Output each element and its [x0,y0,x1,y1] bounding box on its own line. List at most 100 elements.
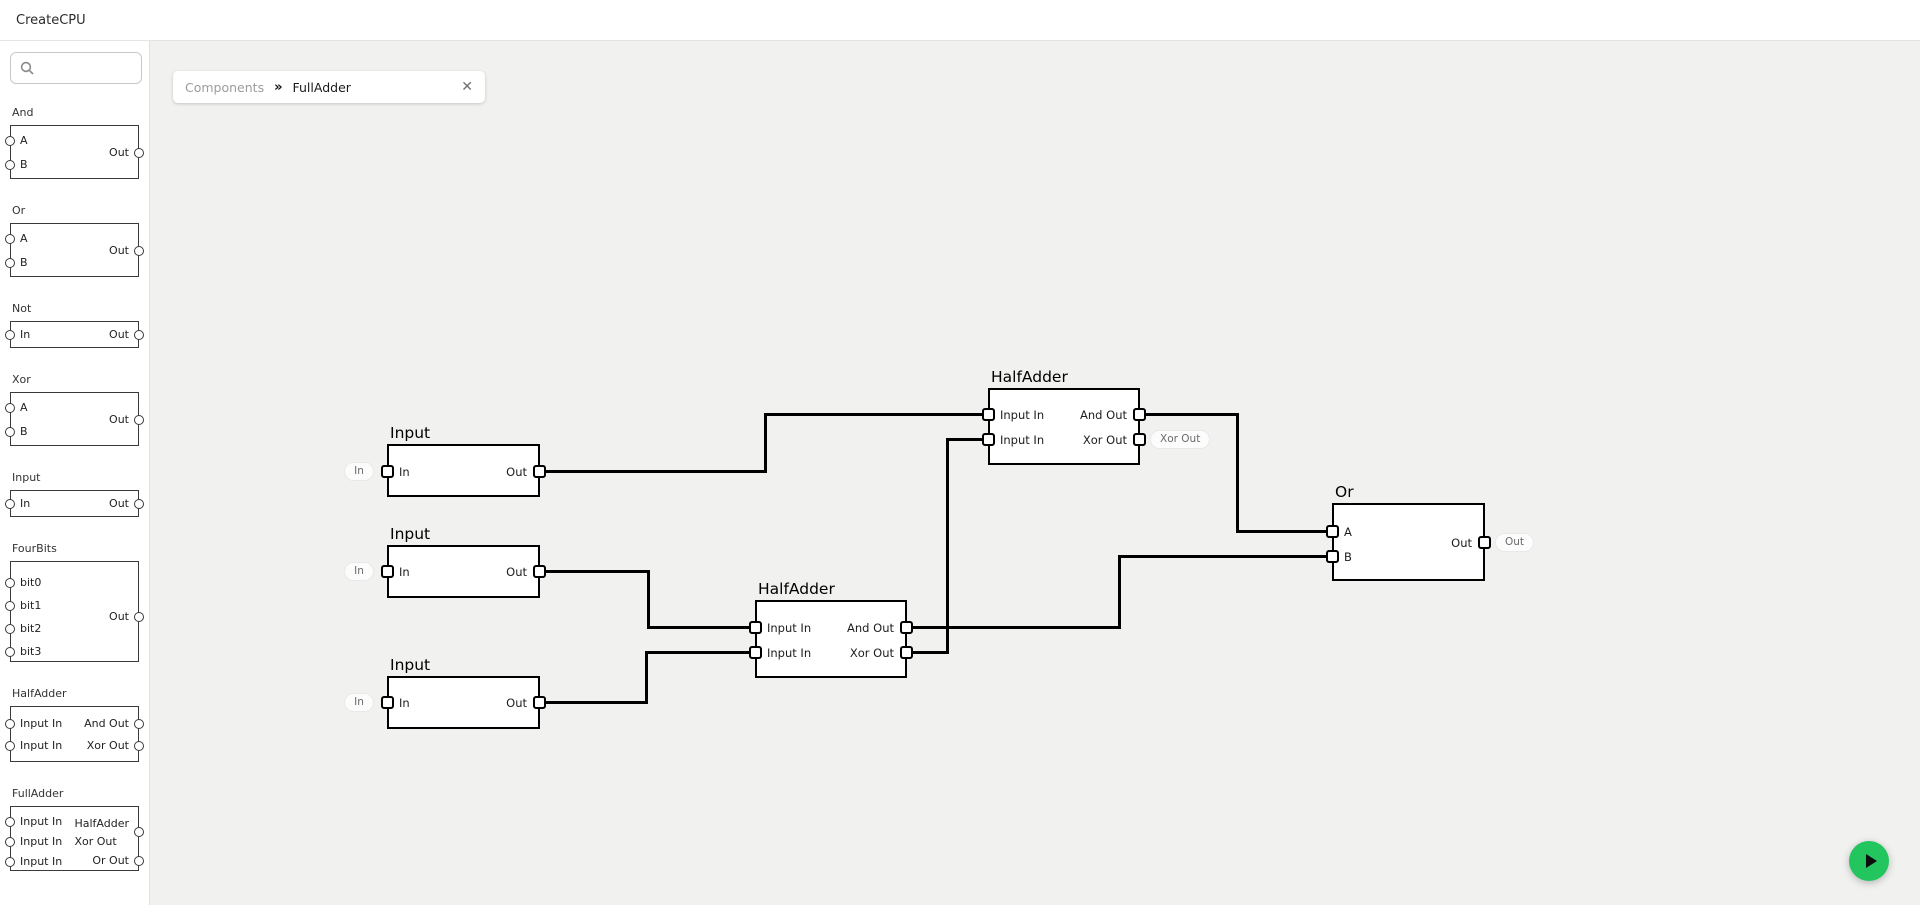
right-port-dot [134,718,144,729]
node-title: Input [390,424,431,442]
port-label: Xor Out [1082,433,1127,447]
left-port-dot [5,646,15,657]
port-label: bit1 [20,599,42,612]
port-label: In [20,328,31,341]
breadcrumb-root[interactable]: Components [185,79,265,95]
port-label: bit0 [20,576,42,589]
left-port[interactable] [1326,524,1339,538]
close-icon[interactable]: ✕ [461,79,473,95]
port-label: Xor Out [849,646,894,660]
node-title: Input [390,656,431,674]
left-port-dot [5,233,15,244]
port-label: Out [109,497,129,510]
port-label: Input In [767,621,812,635]
port-label: bit3 [20,645,42,658]
port-label: And Out [847,621,894,635]
port-label: Input In [20,855,63,868]
port-label: A [20,232,28,245]
port-label: Input In [20,815,63,828]
run-button[interactable] [1849,841,1889,881]
port-label: Or Out [92,854,129,867]
external-pin-pill: Xor Out [1150,429,1211,449]
right-port[interactable] [1133,432,1146,446]
port-label: Out [109,244,129,257]
port-label: Input In [20,717,63,730]
port-label: bit2 [20,622,42,635]
left-port[interactable] [982,432,995,446]
port-label: Out [109,146,129,159]
right-port-dot [134,855,144,866]
right-port[interactable] [533,464,546,478]
left-port[interactable] [982,407,995,421]
right-port[interactable] [533,564,546,578]
wire-0 [763,412,990,416]
port-label: And Out [84,717,129,730]
left-port-dot [5,856,15,867]
app-header: CreateCPU [0,0,1920,41]
left-port[interactable] [381,695,394,709]
right-port-dot [134,611,144,622]
port-label: Input In [20,835,63,848]
port-label: Xor Out [86,739,129,752]
external-pin-pill: In [344,692,374,712]
port-label: Input In [767,646,812,660]
wire-4 [1117,554,1121,629]
wire-1 [646,569,650,629]
right-port-dot [134,147,144,158]
right-port[interactable] [533,695,546,709]
left-port-dot [5,600,15,611]
palette-item-title: Input [12,471,41,484]
tab-fulladder[interactable]: Components » FullAdder ✕ [173,71,485,103]
right-port-dot [134,414,144,425]
port-label: Out [109,413,129,426]
search-input[interactable] [10,52,142,84]
right-port[interactable] [1478,535,1491,549]
right-port[interactable] [1133,407,1146,421]
port-label: Out [109,610,129,623]
left-port[interactable] [749,620,762,634]
breadcrumb-current: FullAdder [292,79,351,95]
left-port-dot [5,816,15,827]
wire-4 [1117,554,1334,558]
node-title: HalfAdder [758,580,835,598]
palette-item-fourbits[interactable]: FourBits bit0 bit1 bit2 bit3 Out [0,542,149,662]
wire-3 [945,437,949,654]
palette-item-title: And [12,106,34,119]
wire-1 [646,625,757,629]
port-label: A [20,401,28,414]
right-port-dot [134,329,144,340]
port-label: Input In [20,739,63,752]
right-port[interactable] [900,620,913,634]
palette-item-preview: bit0 bit1 bit2 bit3 Out [5,561,144,662]
wire-1 [538,569,650,573]
left-port[interactable] [1326,549,1339,563]
left-port[interactable] [381,464,394,478]
right-port[interactable] [900,645,913,659]
left-port[interactable] [749,645,762,659]
left-port-dot [5,402,15,413]
wire-3 [905,650,949,654]
palette-item-title: FourBits [12,542,57,555]
port-label: Input In [1000,408,1045,422]
left-port[interactable] [381,564,394,578]
palette-item-title: Or [12,204,26,217]
external-pin-pill: In [344,561,374,581]
